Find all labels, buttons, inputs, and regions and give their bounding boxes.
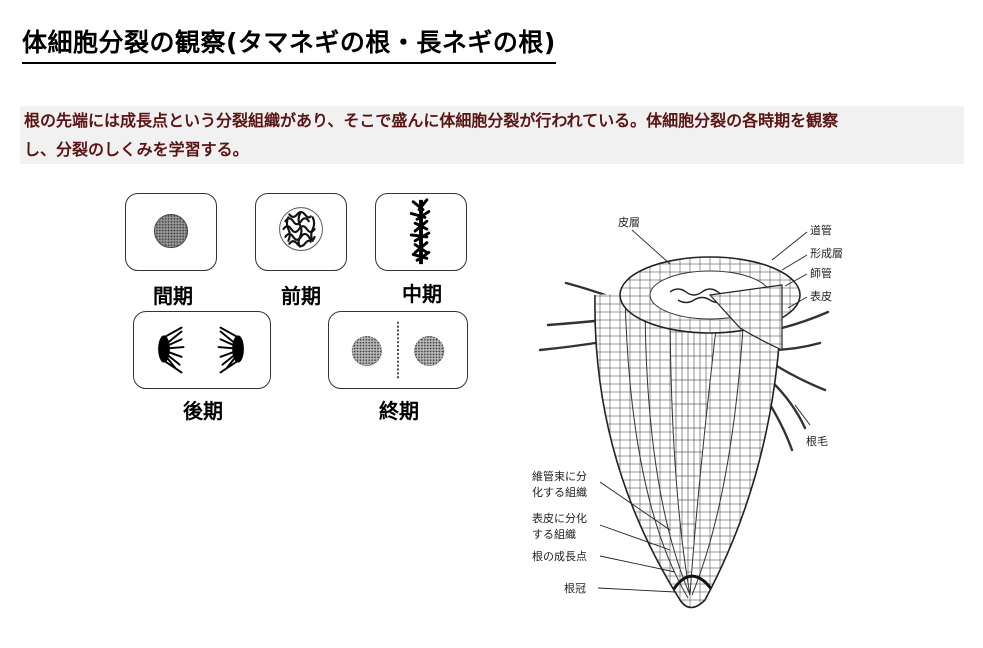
label-epidermal-tissue-1: 表皮に分化 (532, 511, 587, 525)
telophase-cell-image (328, 311, 468, 389)
prophase-label: 前期 (281, 284, 321, 308)
anaphase-label: 後期 (183, 399, 223, 423)
label-cortex: 皮層 (618, 216, 640, 229)
label-epidermal-tissue-2: する組織 (532, 528, 576, 541)
metaphase-cell-image (375, 193, 467, 271)
label-growing-point: 根の成長点 (532, 549, 587, 563)
intro-line-2: し、分裂のしくみを学習する。 (24, 140, 249, 159)
label-root-cap: 根冠 (564, 581, 586, 595)
intro-paragraph: 根の先端には成長点という分裂組織があり、そこで盛んに体細胞分裂が行われている。体… (20, 106, 964, 164)
label-root-hair: 根毛 (806, 434, 828, 448)
label-cambium: 形成層 (810, 247, 843, 260)
page-title: 体細胞分裂の観察(タマネギの根・長ネギの根) (22, 26, 556, 64)
label-epidermis: 表皮 (810, 289, 832, 303)
root-tip-diagram: 皮層 道管 形成層 師管 表皮 根毛 維管束に分 化する組織 表皮に分化 する組… (532, 216, 843, 609)
metaphase-label: 中期 (402, 282, 442, 306)
label-vascular-tissue-1: 維管束に分 (532, 469, 587, 483)
telophase-label: 終期 (379, 399, 419, 423)
anaphase-cell-image (133, 311, 271, 389)
interphase-label: 間期 (153, 284, 193, 308)
intro-line-1: 根の先端には成長点という分裂組織があり、そこで盛んに体細胞分裂が行われている。体… (24, 111, 839, 130)
prophase-cell-image (255, 193, 347, 271)
label-phloem: 師管 (810, 266, 832, 280)
label-xylem: 道管 (810, 223, 832, 237)
interphase-cell-image (125, 193, 217, 271)
label-vascular-tissue-2: 化する組織 (532, 485, 587, 499)
